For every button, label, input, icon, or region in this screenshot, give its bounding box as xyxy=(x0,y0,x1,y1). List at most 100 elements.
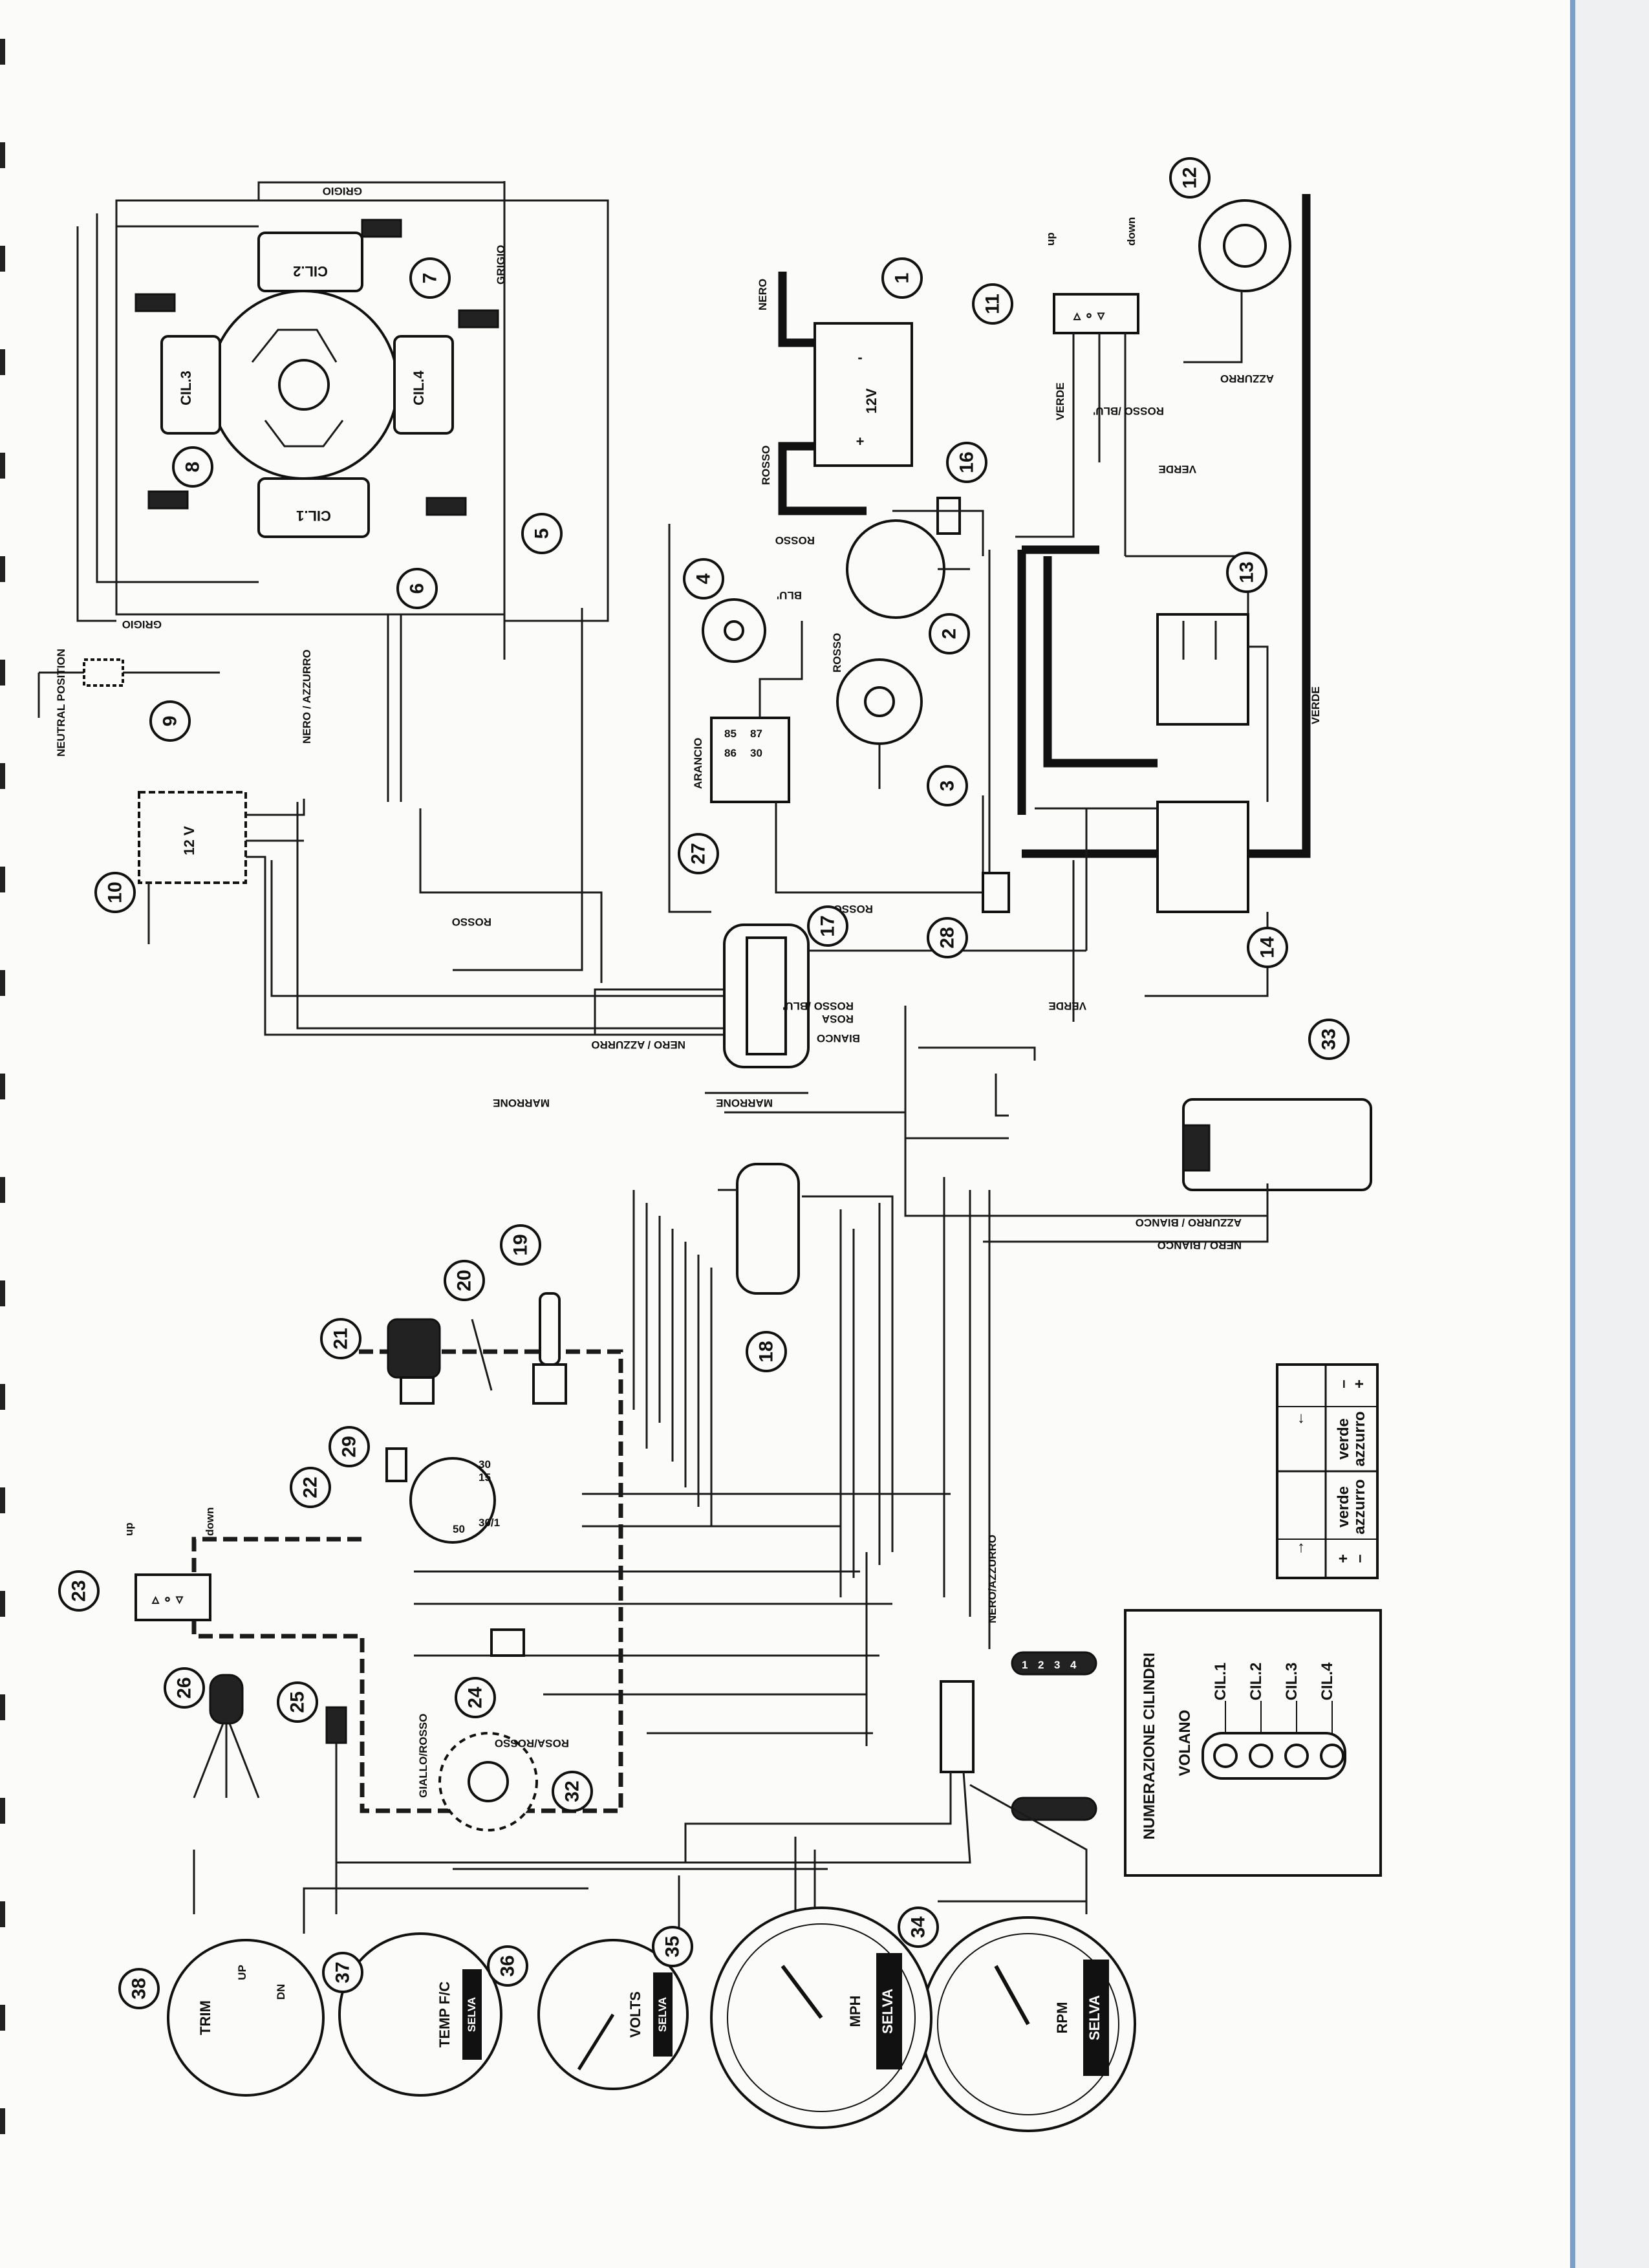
callout-number: 8 xyxy=(182,462,204,473)
callout-number: 12 xyxy=(1180,167,1201,188)
legend-c2-up: azzurro xyxy=(1351,1479,1368,1534)
svg-text:2: 2 xyxy=(1038,1659,1044,1671)
mph-brand: SELVA xyxy=(879,1989,896,2034)
inline-fuse xyxy=(982,872,1010,913)
coil-cil4 xyxy=(393,335,454,435)
wire-label: GIALLO/ROSSO xyxy=(417,1714,429,1798)
rpm-unit: RPM xyxy=(1054,2002,1070,2034)
wire-label: ROSSO /BLU' xyxy=(782,1000,854,1012)
wire-label: NERO/AZZURRO xyxy=(986,1535,998,1623)
coil-cil2 xyxy=(257,232,363,292)
wire-label: ROSSO xyxy=(831,633,843,673)
callout-10: 10 xyxy=(94,872,136,913)
neutral-position-label: NEUTRAL POSITION xyxy=(55,649,67,757)
connector-17 xyxy=(723,923,810,1068)
coil-cil3 xyxy=(160,335,221,435)
wire-label: GRIGIO xyxy=(122,618,162,631)
wire-label: ROSSO xyxy=(452,916,491,928)
callout-28: 28 xyxy=(927,917,968,958)
callout-23: 23 xyxy=(58,1570,100,1612)
wire-label: GRIGIO xyxy=(323,185,362,197)
svg-text:up: up xyxy=(123,1522,135,1536)
callout-1: 1 xyxy=(881,257,923,299)
gauge-volts: SELVA VOLTS xyxy=(537,1939,689,2090)
callout-number: 36 xyxy=(497,1955,519,1976)
gauge-rpm: SELVA RPM xyxy=(920,1916,1136,2132)
wire-label: NERO / AZZURRO xyxy=(301,649,313,744)
callout-33: 33 xyxy=(1308,1019,1350,1060)
callout-number: 38 xyxy=(129,1978,150,1999)
key-switch-21 xyxy=(387,1318,441,1405)
svg-text:3: 3 xyxy=(1054,1659,1060,1671)
wire-label: ROSSO /BLU' xyxy=(1093,405,1164,417)
svg-text:87: 87 xyxy=(750,728,762,740)
callout-number: 13 xyxy=(1236,561,1258,583)
callout-number: 10 xyxy=(105,881,126,903)
callout-4: 4 xyxy=(683,558,724,599)
gauge-trim: TRIM UP DN xyxy=(167,1939,325,2097)
callout-number: 2 xyxy=(939,629,960,640)
label-cil3: CIL.3 xyxy=(178,371,194,405)
wire-label: BIANCO xyxy=(817,1032,860,1044)
battery-voltage: 12V xyxy=(863,388,879,413)
callout-7: 7 xyxy=(409,257,451,299)
svg-text:DN: DN xyxy=(275,1984,287,2000)
cylinder-4: CIL.4 xyxy=(1319,1662,1336,1700)
wire-label: NERO xyxy=(757,279,769,310)
gauge-mph: SELVA MPH xyxy=(710,1906,932,2129)
legend-s2-up: + xyxy=(1351,1379,1368,1388)
wire-labels: GRIGIO GRIGIO GRIGIO NERO ROSSO ROSSO RO… xyxy=(122,185,1322,1798)
trim-label: TRIM xyxy=(197,2000,213,2035)
callout-number: 24 xyxy=(465,1687,486,1709)
callout-number: 19 xyxy=(510,1234,532,1255)
svg-text:86: 86 xyxy=(724,747,737,759)
wire-label: VERDE xyxy=(1048,1000,1086,1012)
svg-text:30/1: 30/1 xyxy=(479,1517,500,1529)
sender-25 xyxy=(325,1706,347,1914)
tach-pickup xyxy=(438,1732,538,1831)
callout-number: 29 xyxy=(339,1436,360,1457)
lanyard-switch xyxy=(471,1319,493,1391)
callout-number: 7 xyxy=(420,273,441,284)
callout-12: 12 xyxy=(1169,157,1211,199)
callout-number: 25 xyxy=(287,1691,308,1712)
callout-20: 20 xyxy=(444,1260,485,1301)
legend-s1-up: – xyxy=(1335,1379,1352,1388)
wire-label: AZZURRO / BIANCO xyxy=(1136,1216,1242,1229)
gauge-temp: SELVA TEMP F/C xyxy=(338,1932,502,2097)
cylinder-legend-subtitle: VOLANO xyxy=(1176,1710,1194,1777)
trim-relay-13 xyxy=(1043,556,1249,768)
wire-label: BLU' xyxy=(777,589,802,601)
callout-number: 28 xyxy=(937,927,958,948)
svg-text:down: down xyxy=(204,1507,216,1536)
callout-32: 32 xyxy=(552,1771,593,1812)
callout-6: 6 xyxy=(396,568,438,609)
trim-motor xyxy=(1022,194,1311,858)
svg-text:85: 85 xyxy=(724,728,737,740)
callout-11: 11 xyxy=(972,283,1013,325)
callout-16: 16 xyxy=(946,442,987,483)
trim-switch: ▵ ∘ ▿ up down xyxy=(1015,217,1139,556)
regulator: 12 V xyxy=(138,791,757,1036)
svg-text:-: - xyxy=(857,349,862,365)
callout-2: 2 xyxy=(929,613,970,654)
temp-unit: TEMP F/C xyxy=(436,1982,453,2047)
main-fuse xyxy=(892,497,984,556)
wire-label: ROSSO xyxy=(775,534,815,546)
trim-sender-26 xyxy=(193,1674,260,1798)
callout-number: 6 xyxy=(407,583,428,594)
mph-unit: MPH xyxy=(847,1996,863,2027)
callout-19: 19 xyxy=(500,1224,541,1266)
callout-number: 11 xyxy=(982,294,1004,314)
callout-number: 3 xyxy=(937,781,958,792)
neutral-switch: NEUTRAL POSITION xyxy=(38,649,220,757)
callout-3: 3 xyxy=(927,765,968,806)
callout-34: 34 xyxy=(898,1906,939,1948)
label-cil4: CIL.4 xyxy=(411,370,427,405)
horn-button xyxy=(490,1628,525,1657)
choke-switch xyxy=(532,1292,567,1405)
callout-number: 37 xyxy=(332,1961,354,1983)
ignition-switch: 30 15 50 30/1 xyxy=(409,1457,500,1544)
trim-pump xyxy=(904,1098,1372,1243)
svg-text:▵ ∘ ▿: ▵ ∘ ▿ xyxy=(1073,307,1105,323)
